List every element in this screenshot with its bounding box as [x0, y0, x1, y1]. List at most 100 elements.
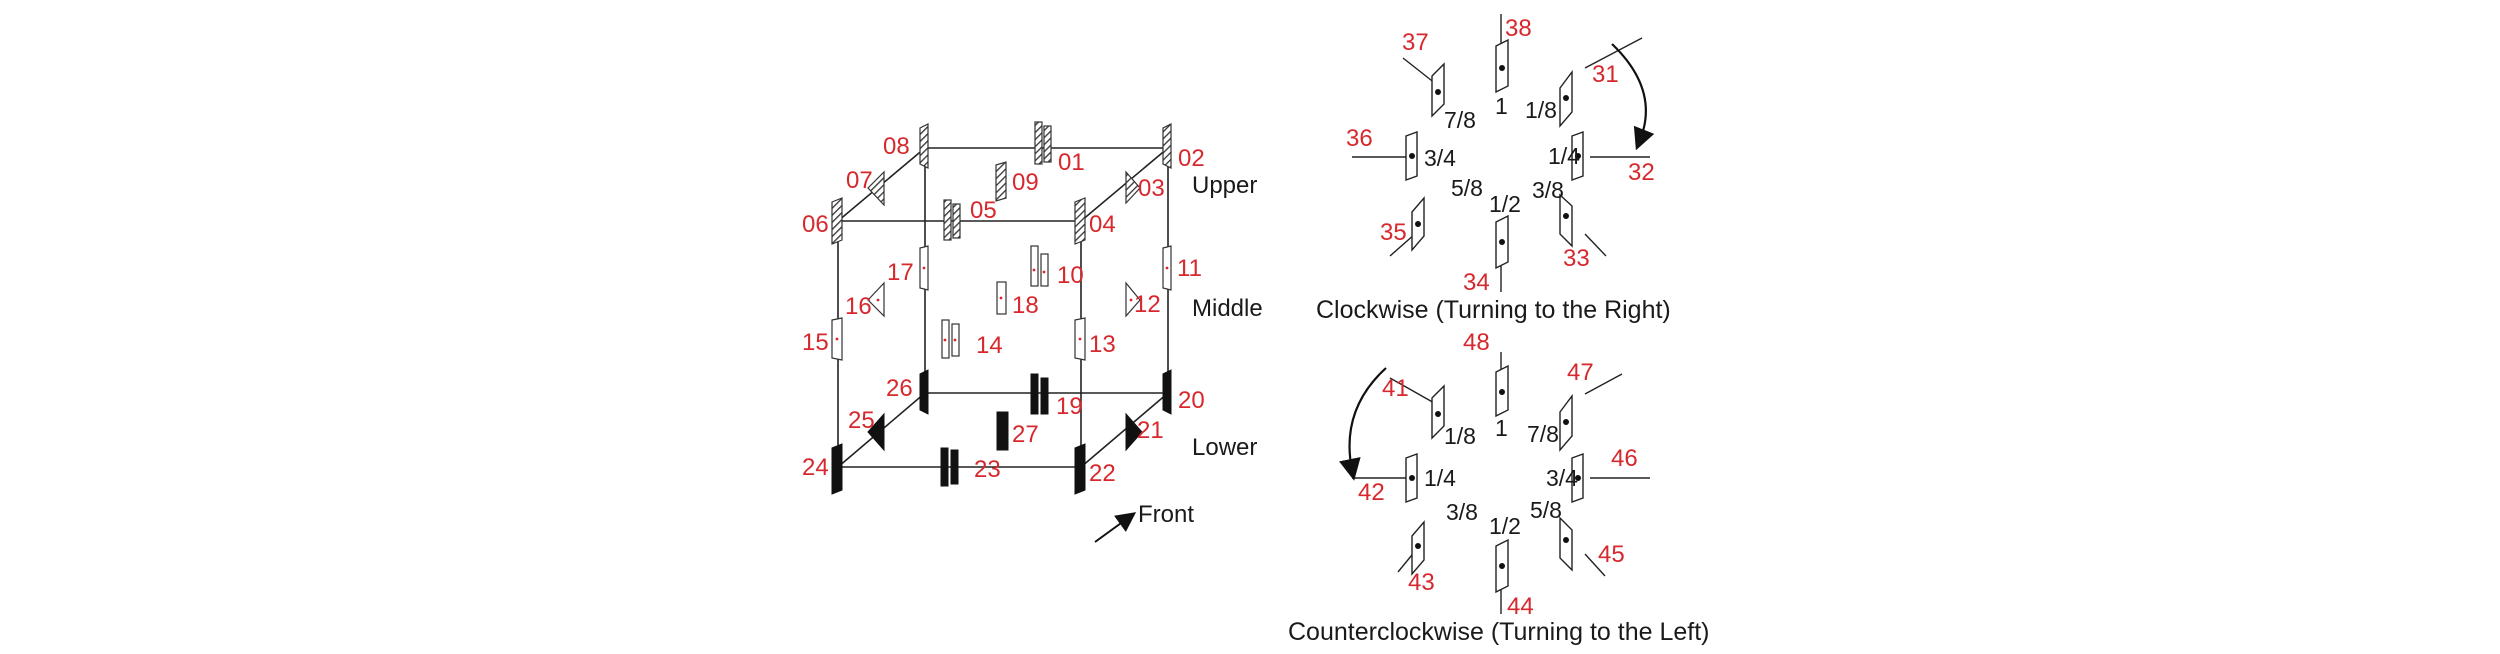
middle-speaker-dots: [835, 266, 1169, 342]
label-22: 22: [1089, 460, 1116, 487]
speaker-12: [1125, 281, 1141, 318]
label-18: 18: [1012, 292, 1039, 319]
speaker-08: [919, 123, 929, 169]
cw-label-33: 33: [1563, 245, 1590, 272]
speaker-05: [943, 199, 952, 241]
ccw-label-48: 48: [1463, 329, 1490, 356]
cw-frac-3-4: 3/4: [1424, 145, 1456, 171]
speaker-01: [1034, 121, 1043, 165]
cw-speaker-1-2: [1495, 214, 1509, 292]
cw-fractions: 1/8 1/4 3/8 1/2 5/8 3/4 7/8 1: [1424, 93, 1580, 217]
speaker-01b: [1043, 125, 1052, 163]
label-07: 07: [846, 167, 873, 194]
ccw-label-43: 43: [1408, 569, 1435, 596]
ccw-frac-5-8: 5/8: [1530, 497, 1562, 523]
ccw-caption: Counterclockwise (Turning to the Left): [1288, 618, 1709, 646]
ccw-speaker-5-8: [1559, 516, 1606, 577]
ccw-frac-3-4: 3/4: [1546, 465, 1578, 491]
label-15: 15: [802, 329, 829, 356]
label-25: 25: [848, 407, 875, 434]
speaker-19: [1030, 373, 1039, 415]
label-13: 13: [1089, 331, 1116, 358]
cw-speaker-7-8: [1402, 57, 1445, 118]
cw-label-31: 31: [1592, 61, 1619, 88]
cw-frac-1-2: 1/2: [1489, 191, 1521, 217]
ccw-label-46: 46: [1611, 445, 1638, 472]
ccw-rotation-arrow-icon: [1339, 367, 1387, 481]
ccw-label-45: 45: [1598, 541, 1625, 568]
cw-label-38: 38: [1505, 15, 1532, 42]
ccw-label-44: 44: [1507, 593, 1534, 620]
label-14: 14: [976, 332, 1003, 359]
label-16: 16: [845, 293, 872, 320]
ccw-frac-1: 1: [1495, 415, 1508, 441]
ccw-label-41: 41: [1382, 375, 1409, 402]
cw-frac-1-4: 1/4: [1548, 143, 1580, 169]
label-02: 02: [1178, 145, 1205, 172]
label-12: 12: [1134, 291, 1161, 318]
ccw-numbers: 41 42 43 44 45 46 47 48: [1358, 329, 1638, 620]
front-arrow-icon: [1094, 512, 1137, 543]
cw-frac-3-8: 3/8: [1532, 177, 1564, 203]
speaker-09: [995, 161, 1007, 202]
cube-diagram: Upper Middle Lower Front 01 02 03 04 05 …: [802, 121, 1263, 543]
label-06: 06: [802, 211, 829, 238]
speaker-07: [867, 170, 885, 207]
front-indicator: Front: [1094, 501, 1194, 543]
middle-numbers: 10 11 12 13 14 15 16 17 18: [802, 255, 1202, 359]
cw-label-37: 37: [1402, 29, 1429, 56]
cw-numbers: 31 32 33 34 35 36 37 38: [1346, 15, 1655, 296]
speaker-16: [867, 281, 885, 318]
label-01: 01: [1058, 149, 1085, 176]
layer-label-upper: Upper: [1192, 172, 1257, 199]
speaker-19b: [1040, 377, 1049, 415]
label-17: 17: [887, 259, 914, 286]
counterclockwise-rosette: 41 42 43 44 45 46 47 48 1/8 1/4 3/8 1/2 …: [1288, 329, 1709, 646]
speaker-10b: [1040, 253, 1049, 287]
label-23: 23: [974, 456, 1001, 483]
cw-label-34: 34: [1463, 269, 1490, 296]
clockwise-rosette: 31 32 33 34 35 36 37 38 1/8 1/4 3/8 1/2 …: [1316, 14, 1671, 324]
ccw-speaker-1: [1495, 352, 1509, 418]
cw-speaker-3-8: [1559, 193, 1607, 257]
speaker-06: [831, 197, 843, 245]
upper-speakers: [831, 121, 1172, 245]
speaker-21: [1125, 412, 1143, 452]
speaker-25: [867, 412, 885, 452]
speaker-04: [1074, 197, 1086, 245]
label-08: 08: [883, 133, 910, 160]
ccw-fractions: 1/8 1/4 3/8 1/2 5/8 3/4 7/8 1: [1424, 415, 1578, 539]
cw-caption: Clockwise (Turning to the Right): [1316, 296, 1671, 324]
ccw-label-47: 47: [1567, 359, 1594, 386]
cw-label-35: 35: [1380, 219, 1407, 246]
label-19: 19: [1056, 393, 1083, 420]
ccw-frac-3-8: 3/8: [1446, 499, 1478, 525]
cw-frac-5-8: 5/8: [1451, 175, 1483, 201]
speaker-05b: [952, 203, 961, 239]
cw-frac-1: 1: [1495, 93, 1508, 119]
cw-speakers: [1352, 14, 1650, 292]
ccw-frac-7-8: 7/8: [1527, 421, 1559, 447]
front-label: Front: [1138, 501, 1194, 528]
label-21: 21: [1137, 417, 1164, 444]
layer-label-middle: Middle: [1192, 295, 1263, 322]
ccw-frac-1-4: 1/4: [1424, 465, 1456, 491]
label-24: 24: [802, 454, 829, 481]
speaker-27: [996, 411, 1009, 451]
lower-speakers: [831, 369, 1172, 495]
speaker-22: [1074, 443, 1086, 495]
ccw-label-42: 42: [1358, 479, 1385, 506]
layer-label-lower: Lower: [1192, 434, 1257, 461]
label-09: 09: [1012, 169, 1039, 196]
label-05: 05: [970, 197, 997, 224]
speaker-03: [1125, 170, 1141, 205]
cw-frac-1-8: 1/8: [1525, 97, 1557, 123]
speaker-02: [1162, 123, 1172, 169]
cw-label-36: 36: [1346, 125, 1373, 152]
label-27: 27: [1012, 421, 1039, 448]
speaker-26: [919, 369, 929, 415]
ccw-frac-1-2: 1/2: [1489, 513, 1521, 539]
speaker-23b: [950, 449, 959, 485]
ccw-speaker-dots: [1409, 389, 1581, 569]
